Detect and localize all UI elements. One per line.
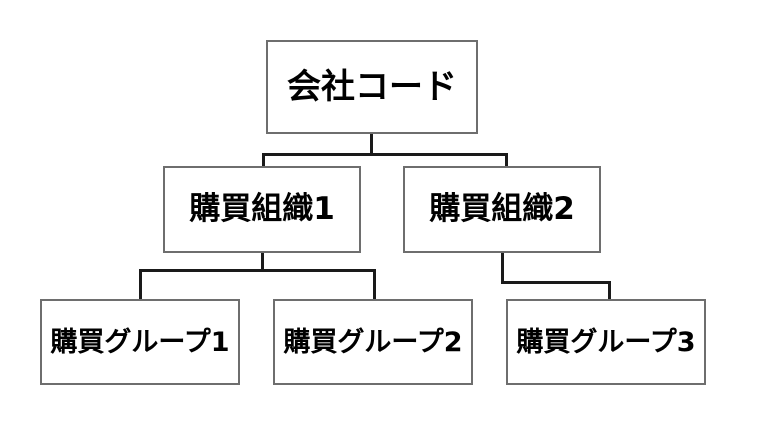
- node-purchasing-org-2: 購買組織2: [403, 166, 601, 253]
- connector-purchasing-org-2-horizontal-bar: [501, 281, 611, 284]
- node-company-code: 会社コード: [266, 40, 478, 134]
- node-purchasing-org-1-label: 購買組織1: [189, 191, 335, 227]
- connector-to-purchasing-group-3: [608, 281, 611, 301]
- connector-to-purchasing-org-1: [262, 153, 265, 168]
- connector-to-purchasing-group-1: [139, 269, 142, 301]
- connector-purchasing-org-2-trunk: [501, 252, 504, 284]
- connector-to-purchasing-group-2: [373, 269, 376, 301]
- node-purchasing-org-2-label: 購買組織2: [429, 191, 575, 227]
- connector-company-trunk: [370, 134, 373, 155]
- node-purchasing-org-1: 購買組織1: [163, 166, 361, 253]
- node-purchasing-group-1-label: 購買グループ1: [50, 326, 230, 358]
- node-purchasing-group-3: 購買グループ3: [506, 299, 706, 385]
- connector-level2-horizontal-bar: [139, 269, 376, 272]
- connector-to-purchasing-org-2: [505, 153, 508, 168]
- node-purchasing-group-1: 購買グループ1: [40, 299, 240, 385]
- node-purchasing-group-3-label: 購買グループ3: [516, 326, 696, 358]
- node-purchasing-group-2-label: 購買グループ2: [283, 326, 463, 358]
- connector-level1-horizontal-bar: [262, 153, 508, 156]
- connector-purchasing-org-1-trunk: [261, 252, 264, 272]
- node-purchasing-group-2: 購買グループ2: [273, 299, 473, 385]
- node-company-code-label: 会社コード: [287, 67, 457, 107]
